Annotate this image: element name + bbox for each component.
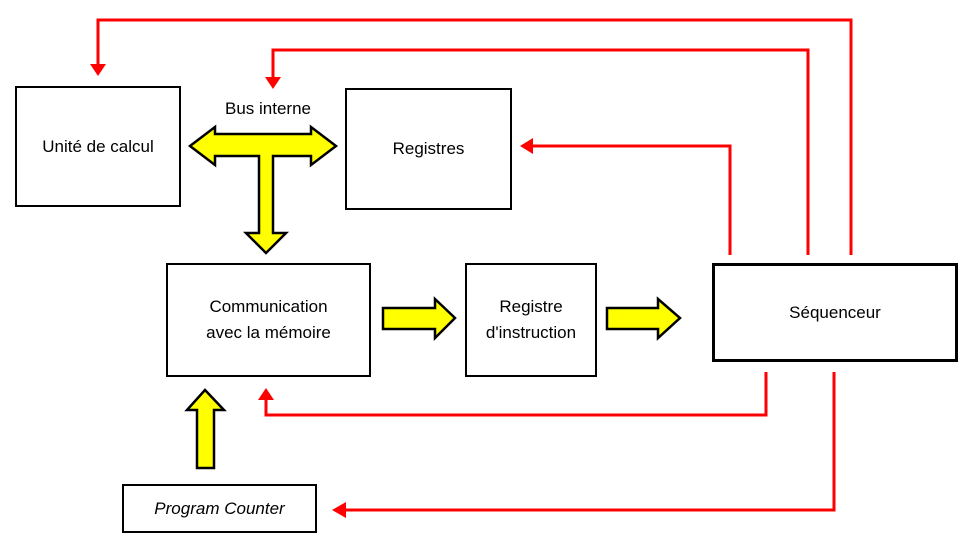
box-label-line2: d'instruction — [485, 323, 577, 342]
connector-line — [346, 372, 836, 512]
box-label-line1: Communication — [209, 297, 328, 316]
arrow-communication-to-registre-instruction — [381, 296, 457, 342]
connector-sequenceur-to-program-counter — [332, 372, 836, 518]
connector-sequenceur-to-communication — [258, 372, 768, 417]
connector-sequenceur-to-registres — [520, 138, 732, 255]
box-registres: Registres — [345, 88, 512, 210]
arrowhead-down-icon — [90, 64, 106, 76]
connector-line — [533, 144, 732, 255]
box-label: Program Counter — [154, 498, 285, 518]
arrow-program-counter-to-communication — [184, 388, 227, 470]
arrowhead-left-icon — [520, 138, 533, 154]
arrowhead-left-icon — [332, 502, 346, 518]
box-label: Séquenceur — [789, 302, 881, 322]
box-label: Unité de calcul — [42, 136, 154, 156]
bus-interne-t-arrow — [187, 124, 339, 255]
connector-line — [264, 372, 768, 417]
box-unite-de-calcul: Unité de calcul — [15, 86, 181, 207]
box-label: Registres — [392, 139, 465, 158]
arrowhead-up-icon — [258, 388, 274, 400]
connector-line — [96, 18, 853, 255]
connector-sequenceur-to-bus-interne — [265, 48, 810, 255]
bus-interne-label: Bus interne — [225, 99, 311, 118]
arrowhead-down-icon — [265, 77, 281, 89]
box-label-line2: avec la mémoire — [206, 323, 331, 342]
box-registre-instruction: Registre d'instruction — [465, 263, 597, 377]
box-label-line1: Registre — [499, 297, 563, 316]
box-communication-memoire: Communication avec la mémoire — [166, 263, 371, 377]
arrow-registre-instruction-to-sequenceur — [605, 296, 682, 341]
box-program-counter: Program Counter — [122, 484, 317, 533]
box-sequenceur: Séquenceur — [712, 263, 958, 362]
connector-line — [271, 48, 810, 255]
connector-sequenceur-to-unite-calcul — [90, 18, 853, 255]
